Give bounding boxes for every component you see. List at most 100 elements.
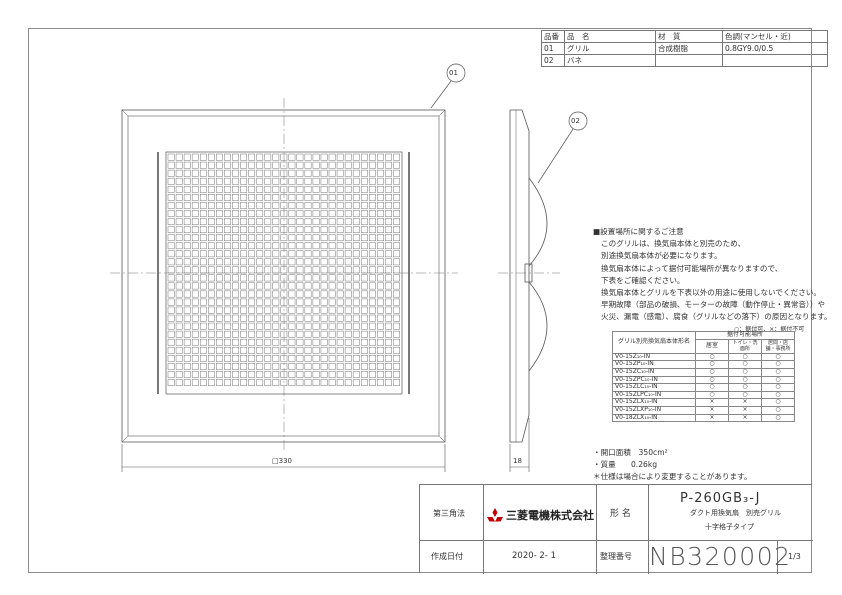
- grid-cell: [256, 210, 264, 217]
- grid-cell: [360, 226, 368, 233]
- grid-cell: [216, 355, 223, 362]
- grid-cell: [272, 338, 280, 346]
- grid-cell: [393, 266, 400, 274]
- grid-cell: [352, 194, 360, 201]
- grid-cell: [256, 266, 264, 274]
- grid-cell: [360, 169, 368, 177]
- compat-col-toilet: トイレ・洗面所: [728, 338, 762, 354]
- grid-cell: [360, 322, 368, 330]
- grid-cell: [256, 218, 264, 225]
- grid-cell: [288, 185, 296, 193]
- grid-cell: [288, 234, 296, 242]
- grid-cell: [369, 226, 376, 233]
- grid-cell: [320, 322, 328, 330]
- grid-cell: [385, 379, 392, 386]
- grid-cell: [296, 298, 304, 306]
- grid-cell: [199, 346, 207, 354]
- grid-cell: [248, 226, 256, 233]
- grid-cell: [360, 346, 368, 354]
- grid-cell: [264, 282, 272, 290]
- grid-cell: [216, 306, 223, 314]
- grid-cell: [377, 298, 384, 306]
- grid-cell: [360, 202, 368, 209]
- grid-cell: [224, 194, 231, 201]
- title-block: 第三角法 三菱電機株式会社 形 名 P-260GB₃-J ダクト用換気扇 別売グ…: [419, 484, 813, 574]
- grid-cell: [264, 258, 272, 266]
- grid-cell: [199, 266, 207, 274]
- grid-cell: [167, 363, 175, 370]
- grid-cell: [360, 330, 368, 338]
- grid-cell: [296, 202, 304, 209]
- grid-cell: [248, 153, 256, 161]
- grid-cell: [312, 379, 320, 386]
- grid-cell: [264, 346, 272, 354]
- grid-cell: [248, 298, 256, 306]
- grid-cell: [199, 322, 207, 330]
- grid-cell: [328, 322, 336, 330]
- grid-cell: [344, 266, 352, 274]
- grid-cell: [232, 346, 239, 354]
- grid-cell: [208, 298, 215, 306]
- grid-cell: [240, 371, 247, 378]
- grid-cell: [360, 218, 368, 225]
- compat-mark: ×: [728, 405, 762, 415]
- grid-cell: [175, 363, 183, 370]
- grid-cell: [377, 250, 384, 258]
- grid-cell: [248, 314, 256, 322]
- grid-cell: [248, 234, 256, 242]
- grid-cell: [288, 290, 296, 298]
- grid-cell: [393, 250, 400, 258]
- parts-row: 02 バネ: [541, 54, 828, 67]
- grid-cell: [199, 153, 207, 161]
- grid-cell: [216, 194, 223, 201]
- grid-cell: [175, 314, 183, 322]
- grid-cell: [248, 274, 256, 282]
- compat-row: V0-15ZP₁₀-IN○○○: [612, 360, 795, 369]
- grid-cell: [336, 322, 344, 330]
- grid-cell: [288, 202, 296, 209]
- grid-cell: [377, 282, 384, 290]
- grid-cell: [393, 234, 400, 242]
- grid-cell: [312, 258, 320, 266]
- grid-cell: [393, 338, 400, 346]
- grid-cell: [232, 306, 239, 314]
- grid-cell: [216, 242, 223, 250]
- grid-cell: [385, 210, 392, 217]
- grid-cell: [191, 355, 199, 362]
- grid-cell: [352, 250, 360, 258]
- grid-cell: [264, 177, 272, 185]
- grid-cell: [393, 314, 400, 322]
- grid-cell: [216, 210, 223, 217]
- grid-cell: [256, 242, 264, 250]
- grid-cell: [240, 379, 247, 386]
- grid-cell: [167, 185, 175, 193]
- grid-cell: [256, 185, 264, 193]
- spec-area: ・開口面積 350cm²: [593, 448, 668, 457]
- grid-cell: [272, 290, 280, 298]
- grid-cell: [248, 322, 256, 330]
- grid-cell: [216, 226, 223, 233]
- grid-cell: [175, 218, 183, 225]
- grid-cell: [320, 226, 328, 233]
- grid-cell: [208, 161, 215, 169]
- grid-cell: [167, 355, 175, 362]
- grid-cell: [240, 306, 247, 314]
- spring-upper: [528, 177, 548, 267]
- grid-cell: [224, 161, 231, 169]
- grid-cell: [240, 258, 247, 266]
- grid-cell: [312, 177, 320, 185]
- grid-cell: [320, 290, 328, 298]
- grid-cell: [224, 234, 231, 242]
- grid-cell: [191, 194, 199, 201]
- grid-cell: [175, 306, 183, 314]
- grid-cell: [199, 306, 207, 314]
- grid-cell: [385, 355, 392, 362]
- grid-cell: [304, 194, 312, 201]
- note-line: 別途換気扇本体が必要になります。: [601, 251, 722, 261]
- grid-cell: [344, 290, 352, 298]
- grid-cell: [304, 379, 312, 386]
- grid-cell: [369, 330, 376, 338]
- grid-cell: [328, 282, 336, 290]
- callout-circle-02: [568, 111, 588, 131]
- grid-cell: [369, 314, 376, 322]
